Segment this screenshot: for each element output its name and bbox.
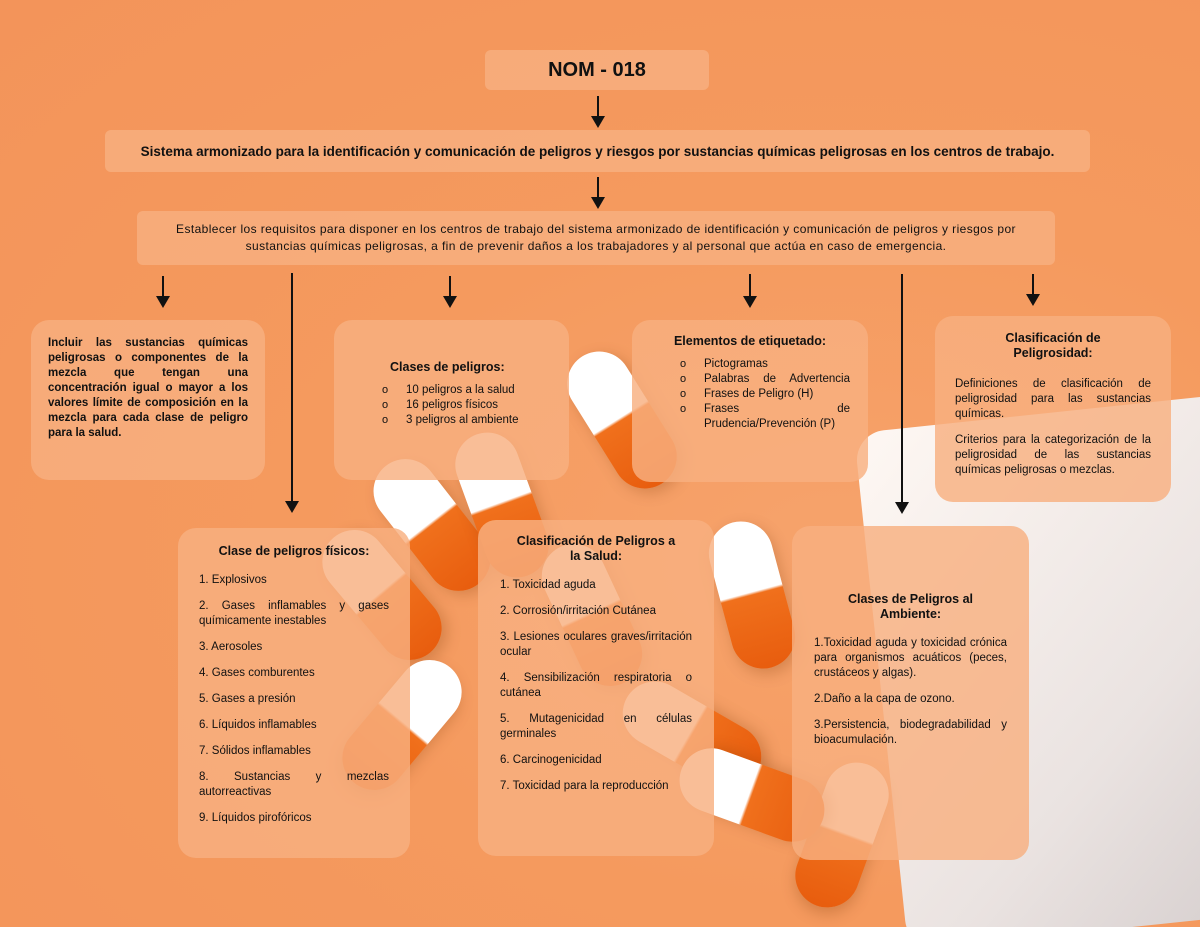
list-item: 1. Toxicidad aguda <box>500 579 596 591</box>
hazard-classes-list: 10 peligros a la salud 16 peligros físic… <box>380 383 551 428</box>
arrow-to-classes <box>443 276 457 308</box>
system-box: Sistema armonizado para la identificació… <box>105 130 1090 172</box>
system-text: Sistema armonizado para la identificació… <box>140 143 1055 159</box>
list-item: 4. Sensibilización respiratoria o cutáne… <box>500 672 692 699</box>
page-title: NOM - 018 <box>548 58 646 81</box>
hazard-classes-card: Clases de peligros: 10 peligros a la sal… <box>334 320 569 480</box>
list-item: Frases de Peligro (H) <box>678 387 850 402</box>
list-item: Pictogramas <box>678 357 850 372</box>
arrow-system-objective <box>591 177 605 209</box>
danger-classification-p1: Definiciones de clasificación de peligro… <box>955 378 1151 420</box>
list-item: 2. Gases inflamables y gases químicament… <box>199 600 389 627</box>
list-item: 3 peligros al ambiente <box>380 413 551 428</box>
physical-hazards-card: Clase de peligros físicos: 1. Explosivos… <box>178 528 410 858</box>
list-item: Frases de Prudencia/Prevención (P) <box>678 402 850 432</box>
list-item: Palabras de Advertencia <box>678 372 850 387</box>
arrow-to-labels <box>743 274 757 308</box>
list-item: 1. Explosivos <box>199 574 267 586</box>
list-item: 16 peligros físicos <box>380 398 551 413</box>
objective-box: Establecer los requisitos para disponer … <box>137 211 1055 265</box>
list-item: 3. Aerosoles <box>199 641 263 653</box>
list-item: 9. Líquidos pirofóricos <box>199 812 312 824</box>
arrow-title-system <box>591 96 605 128</box>
list-item: 10 peligros a la salud <box>380 383 551 398</box>
title-box: NOM - 018 <box>485 50 709 90</box>
objective-text: Establecer los requisitos para disponer … <box>176 222 1016 253</box>
danger-classification-p2: Criterios para la categorización de la p… <box>955 434 1151 476</box>
physical-hazards-title: Clase de peligros físicos: <box>218 544 370 558</box>
list-item: 8. Sustancias y mezclas autorreactivas <box>199 771 389 798</box>
list-item: 3.Persistencia, biodegradabilidad y bioa… <box>814 719 1007 746</box>
list-item: 7. Toxicidad para la reproducción <box>500 780 669 792</box>
arrow-to-classification <box>1026 274 1040 306</box>
health-hazards-card: Clasificación de Peligros a la Salud: 1.… <box>478 520 714 856</box>
list-item: 2. Corrosión/irritación Cutánea <box>500 605 656 617</box>
arrow-to-physical <box>285 273 299 513</box>
list-item: 6. Carcinogenicidad <box>500 754 602 766</box>
label-elements-card: Elementos de etiquetado: Pictogramas Pal… <box>632 320 868 482</box>
include-text: Incluir las sustancias químicas peligros… <box>48 337 248 439</box>
label-elements-list: Pictogramas Palabras de Advertencia Fras… <box>678 357 850 432</box>
label-elements-title: Elementos de etiquetado: <box>673 334 827 348</box>
list-item: 1.Toxicidad aguda y toxicidad crónica pa… <box>814 637 1007 679</box>
list-item: 2.Daño a la capa de ozono. <box>814 693 955 705</box>
list-item: 7. Sólidos inflamables <box>199 745 311 757</box>
capsule-image <box>701 514 803 676</box>
hazard-classes-title: Clases de peligros: <box>390 360 505 374</box>
list-item: 3. Lesiones oculares graves/irritación o… <box>500 631 692 658</box>
danger-classification-card: Clasificación de Peligrosidad: Definicio… <box>935 316 1171 502</box>
environment-hazards-title: Clases de Peligros al Ambiente: <box>847 592 974 621</box>
danger-classification-title: Clasificación de Peligrosidad: <box>1005 331 1101 360</box>
list-item: 5. Mutagenicidad en células germinales <box>500 713 692 740</box>
arrow-to-include <box>156 276 170 308</box>
list-item: 6. Líquidos inflamables <box>199 719 317 731</box>
arrow-to-environment <box>895 274 909 514</box>
environment-hazards-card: Clases de Peligros al Ambiente: 1.Toxici… <box>792 526 1029 860</box>
list-item: 4. Gases comburentes <box>199 667 315 679</box>
health-hazards-title: Clasificación de Peligros a la Salud: <box>516 534 676 563</box>
include-card: Incluir las sustancias químicas peligros… <box>31 320 265 480</box>
list-item: 5. Gases a presión <box>199 693 296 705</box>
